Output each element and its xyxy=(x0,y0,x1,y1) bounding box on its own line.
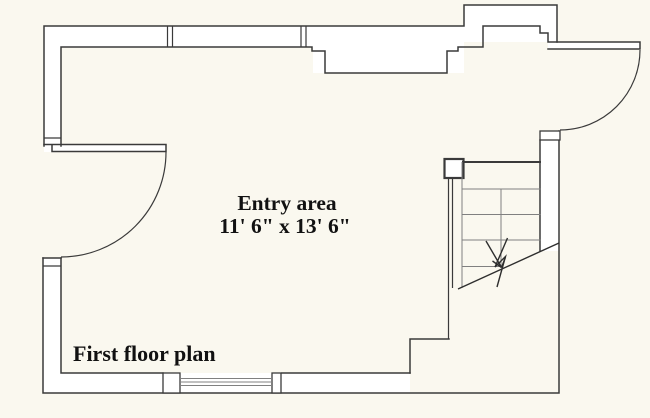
wall-fill-top xyxy=(44,26,464,47)
floor-plan-title: First floor plan xyxy=(73,341,216,366)
entry-door-swing-arc xyxy=(60,151,167,258)
wall-fill-right xyxy=(540,131,559,251)
labels: Entry area 11' 6" x 13' 6" First floor p… xyxy=(73,191,351,366)
stair-rail-lines xyxy=(447,178,454,339)
room-dimensions-label: 11' 6" x 13' 6" xyxy=(219,214,350,238)
exterior-walls xyxy=(42,4,641,394)
window-mark-right xyxy=(300,26,307,47)
staircase xyxy=(443,157,560,339)
wall-fill-door-header xyxy=(548,42,640,49)
wall-outline-top-inner xyxy=(60,25,641,147)
wall-fill-left-upper xyxy=(44,26,61,146)
wall-fill-top-bump xyxy=(313,47,464,73)
top-wall-window-marks xyxy=(166,26,307,47)
door-jamb-right xyxy=(539,130,561,141)
stair-break-line xyxy=(457,242,560,290)
newel-post xyxy=(443,157,465,180)
room-name-label: Entry area xyxy=(237,191,337,215)
window-post-right xyxy=(271,372,282,394)
wall-outline-top-outer xyxy=(43,4,558,147)
wall-fill-top-right xyxy=(483,26,548,42)
wall-fills xyxy=(43,5,640,393)
window-glazing-lines xyxy=(180,378,272,386)
window-mark-left xyxy=(166,26,174,47)
stair-direction-arrow xyxy=(485,240,507,269)
front-door-swing-arc xyxy=(559,49,641,131)
wall-outline-bottom-inner xyxy=(60,257,411,374)
wall-outline-bottom-outer xyxy=(42,130,560,394)
window-post-left xyxy=(162,372,181,394)
wall-fill-bottom xyxy=(43,373,410,393)
stair-break-zigzag xyxy=(494,237,509,288)
doorway-sill-left xyxy=(43,143,167,153)
wall-fill-left-lower xyxy=(43,258,61,393)
stair-hall-step xyxy=(409,338,450,374)
wall-fill-sill xyxy=(44,144,166,152)
bottom-window xyxy=(162,372,282,394)
